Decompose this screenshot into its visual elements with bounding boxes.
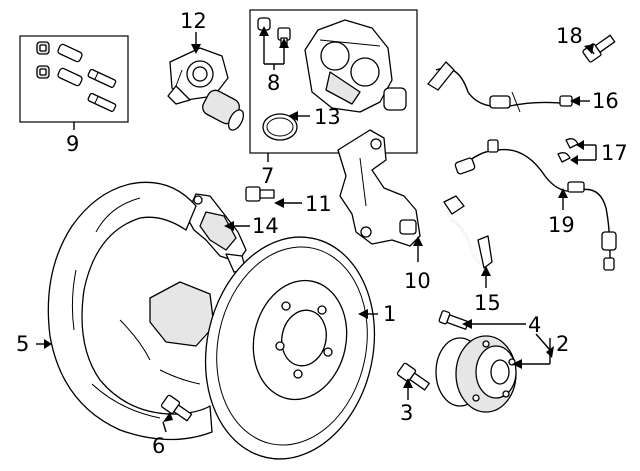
- shield-bolt: [160, 394, 193, 422]
- caliper-bracket: [337, 129, 421, 247]
- dust-shield: [47, 181, 215, 441]
- callout-19: 19: [548, 213, 575, 237]
- callout-8: 8: [267, 71, 280, 95]
- wheel-stud: [438, 310, 470, 330]
- callout-3: 3: [400, 401, 413, 425]
- callout-5: 5: [16, 332, 29, 356]
- callout-2: 2: [556, 332, 569, 356]
- callout-labels: 12 8 13 7 9 18 16 17 11 14 19 10 15 1 4 …: [16, 9, 628, 458]
- pin-sleeve-1: [57, 43, 83, 63]
- boot-2: [36, 65, 50, 79]
- callout-4: 4: [528, 313, 541, 337]
- callout-13: 13: [314, 105, 341, 129]
- boot-1: [36, 41, 50, 55]
- harness-clips: [557, 138, 579, 163]
- caliper-kit: [249, 9, 418, 162]
- brake-pads: [185, 193, 247, 273]
- leader-lines: [36, 26, 597, 433]
- callout-14: 14: [252, 214, 279, 238]
- brake-hose: [443, 195, 493, 269]
- callout-9: 9: [66, 132, 79, 156]
- callout-6: 6: [152, 434, 165, 458]
- callout-15: 15: [474, 291, 501, 315]
- caliper-seal-ring: [262, 113, 298, 141]
- callout-17: 17: [601, 141, 628, 165]
- callout-18: 18: [556, 24, 583, 48]
- callout-12: 12: [180, 9, 207, 33]
- guide-pin-2: [87, 92, 117, 112]
- hub-bolt: [396, 362, 430, 391]
- pin-sleeve-2: [57, 67, 83, 87]
- bracket-bolt: [245, 186, 275, 202]
- hub-bearing: [435, 335, 517, 413]
- pad-wear-sensor-harness: [427, 61, 573, 113]
- abs-sensor-harness: [454, 139, 617, 271]
- guide-pin-1: [87, 68, 117, 88]
- parking-brake-motor: [167, 47, 245, 131]
- brake-rotor: [204, 236, 376, 460]
- callout-16: 16: [592, 89, 619, 113]
- callout-11: 11: [305, 192, 332, 216]
- callout-10: 10: [404, 269, 431, 293]
- kit-7-frame: [249, 9, 418, 154]
- callout-7: 7: [261, 164, 274, 188]
- caliper-body: [304, 19, 407, 113]
- guide-pin-kit: [19, 35, 129, 130]
- callout-1: 1: [383, 302, 396, 326]
